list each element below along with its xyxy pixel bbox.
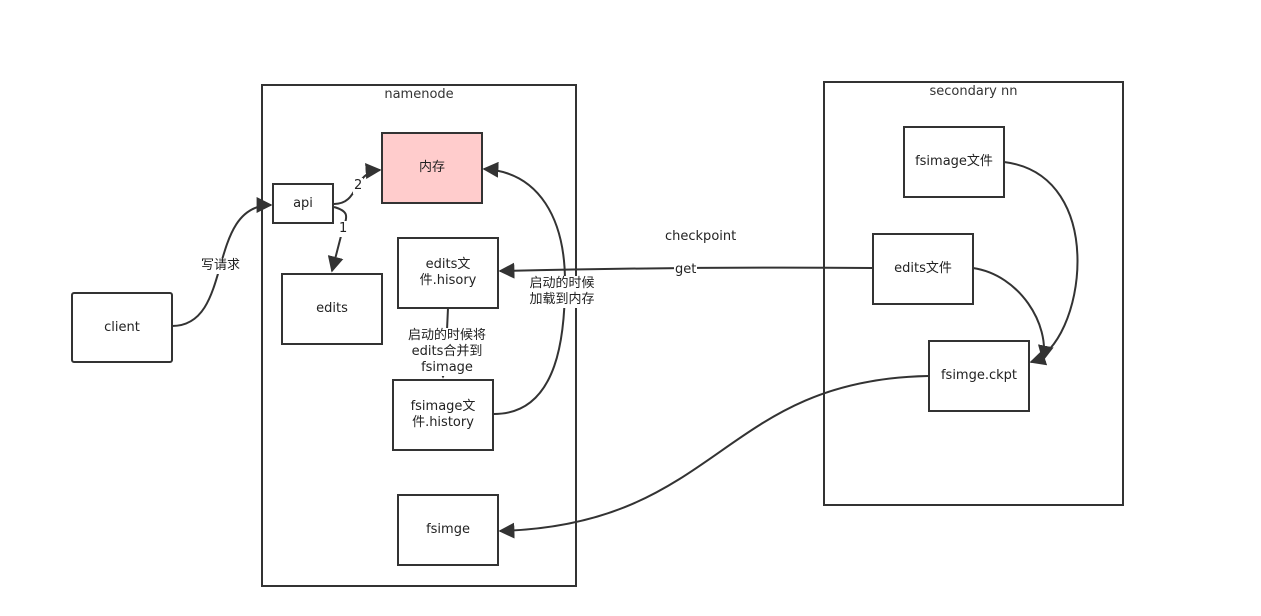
merge-on-start-label: 启动的时候将 edits合并到fsimage bbox=[386, 328, 508, 376]
fsimage-history-node[interactable]: fsimage文 件.history bbox=[392, 379, 494, 451]
client-node[interactable]: client bbox=[71, 292, 173, 363]
checkpoint-label: checkpoint bbox=[665, 229, 737, 244]
secondary-nn-container: secondary nn bbox=[823, 81, 1124, 506]
step-1-label: 1 bbox=[338, 221, 349, 237]
load-on-start-label: 启动的时候 加载到内存 bbox=[527, 276, 597, 308]
edits-file-node[interactable]: edits文件 bbox=[872, 233, 974, 305]
edge-api-to-edits bbox=[327, 206, 348, 273]
get-label: get bbox=[674, 262, 698, 278]
edge-edits-file-to-ckpt bbox=[972, 267, 1054, 362]
namenode-title: namenode bbox=[384, 87, 454, 102]
secondary-nn-title: secondary nn bbox=[929, 84, 1018, 99]
step-2-label: 2 bbox=[353, 178, 364, 194]
edits-history-node[interactable]: edits文 件.hisory bbox=[397, 237, 499, 309]
edits-node[interactable]: edits bbox=[281, 273, 383, 345]
memory-node[interactable]: 内存 bbox=[381, 132, 483, 204]
write-request-label: 写请求 bbox=[201, 258, 241, 274]
fsimage-file-node[interactable]: fsimage文件 bbox=[903, 126, 1005, 198]
edge-ckpt-to-fsimge bbox=[498, 375, 929, 539]
fsimge-node[interactable]: fsimge bbox=[397, 494, 499, 566]
namenode-container: namenode bbox=[261, 84, 577, 587]
api-node[interactable]: api bbox=[272, 183, 334, 224]
fsimge-ckpt-node[interactable]: fsimge.ckpt bbox=[928, 340, 1030, 412]
